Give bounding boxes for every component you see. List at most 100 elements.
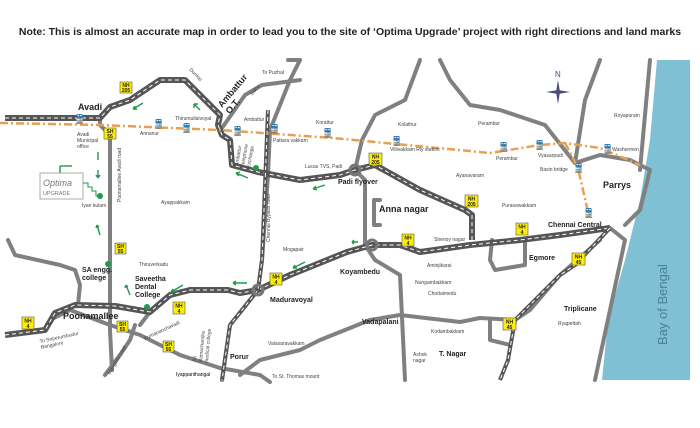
label-maduravoyal: Maduravoyal <box>270 297 313 304</box>
map-label: 55 <box>118 249 124 255</box>
sea <box>602 60 690 380</box>
map-label: NH <box>468 197 476 203</box>
map-label: Shenoy nagar <box>434 237 465 243</box>
map-label: Iyappanthangal <box>176 372 210 378</box>
label-porur: Porur <box>230 354 249 361</box>
map-label: Ayanavaram <box>456 173 484 179</box>
map-label: NH <box>575 255 583 261</box>
train-icon: 🚆 <box>583 207 594 218</box>
map-label: Royapuram <box>614 113 640 119</box>
saveetha-dot <box>144 304 150 310</box>
map-label: To SriperumbudurBangalore <box>39 331 81 351</box>
label-t-nagar: T. Nagar <box>439 351 467 358</box>
compass: N <box>546 70 570 104</box>
map-label: Thirumullaivoyal <box>175 116 211 122</box>
label-chennai-central: Chennai Central <box>548 222 602 229</box>
nh4-badge: NH4 <box>401 233 415 247</box>
map-label: Valasaravakkam <box>268 341 305 347</box>
map-label: Ryapettah <box>558 321 581 327</box>
map-label: NH <box>506 320 514 326</box>
logo-line2: UPGRADE <box>43 191 71 197</box>
map-label: AmbatturTelephoneExchange <box>234 142 256 168</box>
map-label: Kolathur <box>398 122 417 128</box>
map-note: Note: This is almost an accurate map in … <box>18 26 682 38</box>
label-egmore: Egmore <box>529 255 555 262</box>
sa-engg-college-dot <box>105 261 111 267</box>
map-label: Villivakkam Rly station <box>390 147 440 153</box>
map-label: NH <box>518 225 526 231</box>
map-label: 4 <box>521 230 524 236</box>
map-label: To St. Thomas mount <box>272 374 320 380</box>
train-icon: 🚆 <box>74 113 85 124</box>
map-label: Perambur <box>478 121 500 127</box>
ambattur-telephone-dot <box>253 165 259 171</box>
map-label: 4 <box>407 241 410 247</box>
label-sa-engg: SA engg.college <box>82 267 112 282</box>
train-icon: 🚆 <box>391 135 402 146</box>
map-label: 4 <box>27 324 30 330</box>
map-label: Purasawakkam <box>502 203 536 209</box>
map-label: SH <box>117 244 124 250</box>
project-logo: Optima UPGRADE <box>39 172 84 200</box>
train-icon: 🚆 <box>534 139 545 150</box>
label-parrys: Parrys <box>603 180 631 190</box>
map-label: Thiruverkadu <box>139 262 168 268</box>
sea-label: Bay of Bengal <box>655 264 670 345</box>
map-label: 4 <box>275 280 278 286</box>
map-label: Kodambakkam <box>431 329 464 335</box>
label-poonamallee: Poonamallee <box>63 311 119 321</box>
train-icon: 🚆 <box>602 143 613 154</box>
stations: 🚆 🚆 🚆 🚆 🚆 🚆 🚆 🚆 🚆 🚆 🚆 🚆 <box>74 113 613 218</box>
map-label: Perambur <box>496 156 518 162</box>
map-label: NH <box>372 155 380 161</box>
maduravoyal-junction <box>251 283 265 297</box>
label-triplicane: Triplicane <box>564 306 597 313</box>
label-anna-nagar: Anna nagar <box>379 204 429 214</box>
highways <box>4 77 612 381</box>
map-label: Iyan kulam <box>82 203 106 209</box>
map-label: 55 <box>107 134 113 140</box>
label-koyambedu: Koyambedu <box>340 269 380 276</box>
label-avadi: Avadi <box>78 102 102 112</box>
label-vadapalani: Vadapalani <box>362 319 399 326</box>
map-label: Washermen <box>612 147 639 153</box>
train-icon: 🚆 <box>498 141 509 152</box>
train-icon: 🚆 <box>573 162 584 173</box>
map-label: Mogapair <box>283 247 304 253</box>
map-label: Chennai Bypass road <box>266 194 272 242</box>
map-label: NH <box>272 275 280 281</box>
map-label: Annanur <box>140 131 159 137</box>
map-label: Poonamallee Avadi road <box>117 148 123 202</box>
map-label: Kumananchavadi <box>143 320 181 342</box>
koyambedu-junction <box>365 238 379 252</box>
railway <box>0 121 641 213</box>
map-label: NH <box>175 304 183 310</box>
route-arrows <box>59 102 358 296</box>
map-label: Korattur <box>316 120 334 126</box>
map-label: 205 <box>467 202 476 208</box>
map-label: NH <box>404 236 412 242</box>
map-label: SriRamachandramedical college <box>192 327 213 363</box>
train-icon: 🚆 <box>181 122 192 133</box>
map-label: Aminjikarai <box>427 263 451 269</box>
map-label: Pattara vakkam <box>273 138 308 144</box>
train-icon: 🚆 <box>232 125 243 136</box>
map-label: 55 <box>120 327 126 333</box>
roads <box>6 58 652 384</box>
nh4-badge: NH4 <box>172 301 186 315</box>
padi-flyover-junction <box>348 163 362 177</box>
map-label: SH <box>107 129 114 135</box>
map-label: SH <box>119 322 126 328</box>
map-label: SH <box>165 342 172 348</box>
